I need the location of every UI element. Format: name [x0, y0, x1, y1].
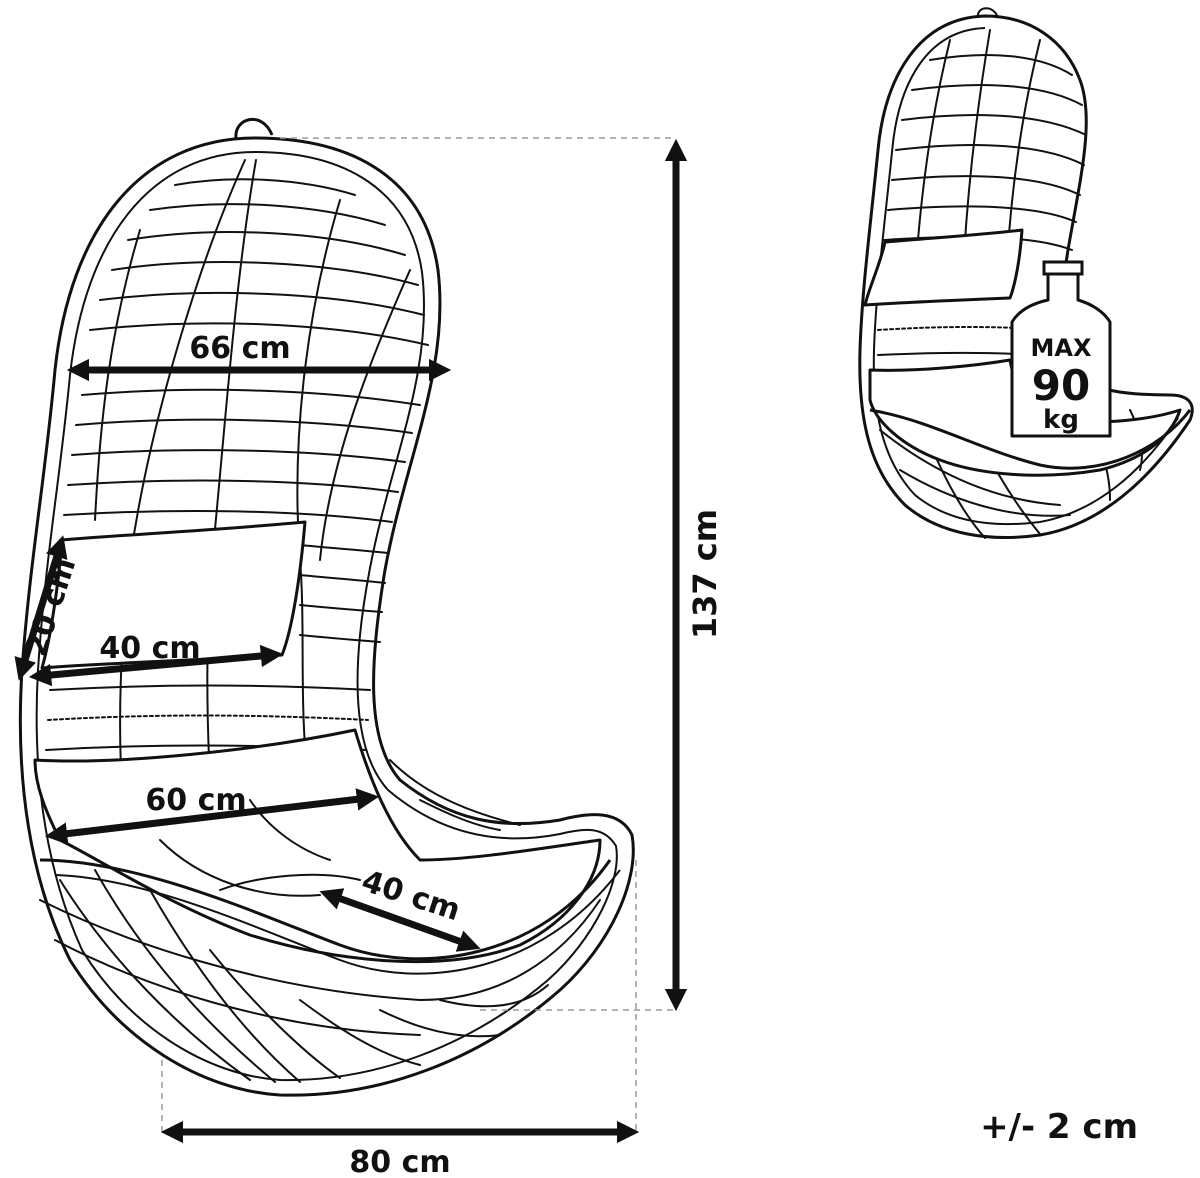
small-chair-shell — [858, 14, 1194, 539]
seat-depth-arrow — [319, 888, 481, 952]
max-weight-badge: MAX 90 kg — [1010, 260, 1112, 438]
wicker-ribs — [94, 159, 411, 791]
seat-width-arrow — [44, 788, 380, 845]
small-chair-drawing — [858, 7, 1194, 539]
label-pillow-width: 40 cm — [99, 631, 200, 666]
seat-cushion — [33, 728, 602, 964]
large-chair-drawing — [18, 117, 635, 1097]
weight-max-label: MAX — [1031, 334, 1092, 362]
dimension-guides — [161, 137, 675, 1132]
label-height-total: 137 cm — [686, 509, 724, 639]
hanging-hook — [234, 117, 274, 139]
weight-unit: kg — [1043, 405, 1079, 435]
small-back-pillow — [863, 228, 1024, 307]
pillow-width-arrow — [28, 644, 284, 687]
label-seat-width: 60 cm — [145, 783, 246, 818]
label-width-bottom: 80 cm — [349, 1145, 450, 1178]
dimension-arrows — [14, 138, 688, 1144]
weight-value: 90 — [1032, 361, 1090, 410]
weight-icon — [1010, 268, 1112, 438]
bottom-fan-ribs — [39, 759, 601, 1083]
tolerance-note: +/- 2 cm — [980, 1107, 1138, 1147]
label-width-top: 66 cm — [189, 331, 290, 366]
pillow-height-arrow — [14, 535, 68, 681]
